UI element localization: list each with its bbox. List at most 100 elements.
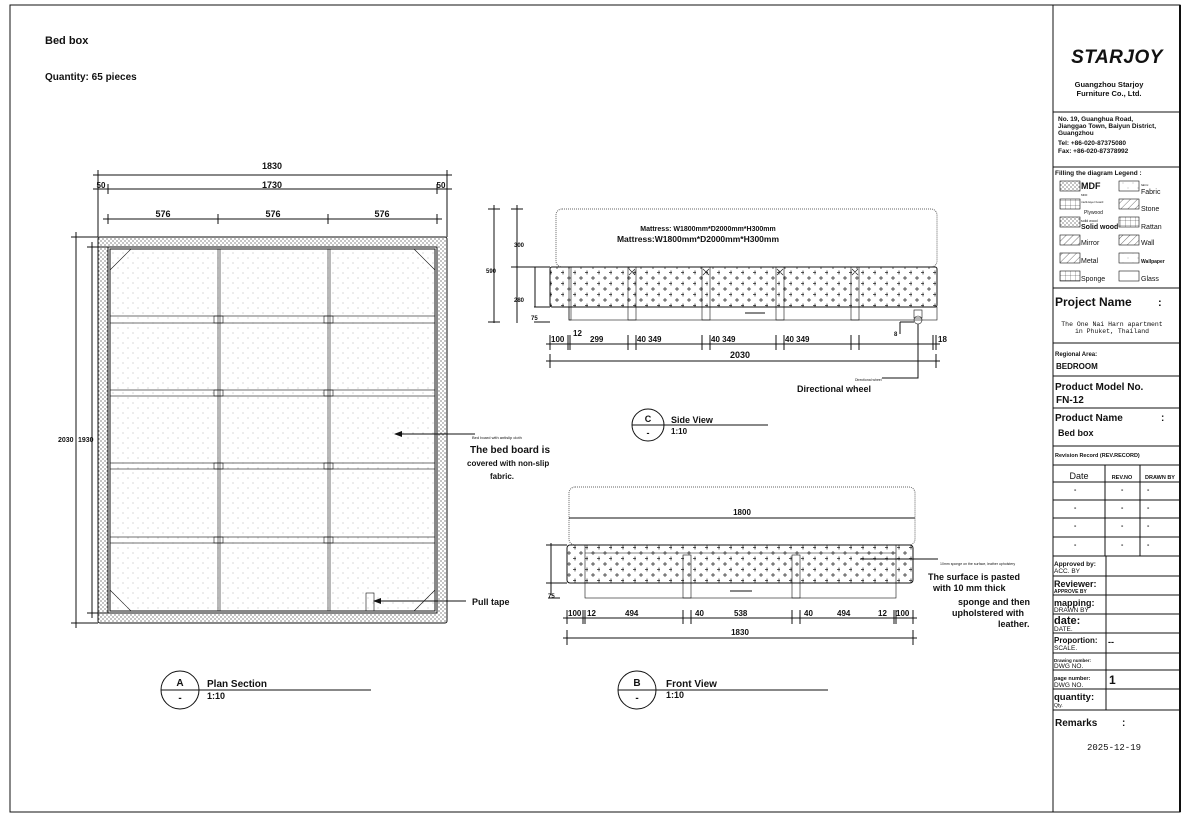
dim-front-bottom-4: 538 xyxy=(734,609,748,618)
dim-plan-panel-1: 576 xyxy=(155,209,170,219)
plan-label-sub: - xyxy=(178,693,181,704)
quantity-text: Quantity: 65 pieces xyxy=(45,72,137,83)
legend-sub-solid-wood: solid wood xyxy=(1081,219,1098,223)
revision-cell: - xyxy=(1147,487,1150,494)
legend-swatch-wallpaper xyxy=(1118,252,1140,264)
dim-front-bottom-7: 12 xyxy=(878,609,887,618)
dim-front-bottom-1: 12 xyxy=(587,609,596,618)
sheet-title: Bed box xyxy=(45,35,89,47)
legend-label-wallpaper: Wallpaper xyxy=(1141,259,1165,265)
legend-label-wall: Wall xyxy=(1141,240,1155,247)
revision-record-label: Revision Record (REV.RECORD) xyxy=(1055,453,1140,459)
revision-cell: - xyxy=(1147,505,1150,512)
revision-table: Date REV.NO DRAWN BY - - - - - - - - - -… xyxy=(1053,465,1180,557)
legend-swatch-plywood xyxy=(1059,198,1081,210)
product-model-value: FN-12 xyxy=(1056,395,1084,406)
date-sub: DATE. xyxy=(1054,626,1073,633)
legend-sub-mdf: MDF xyxy=(1081,193,1088,197)
mapping-sub: DRAWN BY xyxy=(1054,607,1089,614)
revision-cell: - xyxy=(1074,542,1077,549)
approved-by-sub: ACC. BY xyxy=(1054,568,1081,575)
product-model-label: Product Model No. xyxy=(1055,382,1144,393)
legend-label-stone: Stone xyxy=(1141,206,1159,213)
dim-plan-right-margin: 50 xyxy=(437,181,446,190)
approvals-table: Approved by: ACC. BY Reviewer: APPROVE B… xyxy=(1053,556,1180,711)
proportion-value: -- xyxy=(1108,637,1114,647)
legend-swatch-mdf xyxy=(1059,180,1081,192)
dim-plan-panel-3: 576 xyxy=(374,209,389,219)
legend-sub-plywood: multi-layer board xyxy=(1081,200,1104,204)
product-name-colon: : xyxy=(1161,413,1164,424)
plan-label-scale: 1:10 xyxy=(207,691,225,701)
dim-side-mattress-height: 300 xyxy=(514,243,525,249)
legend-label-plywood: Plywood xyxy=(1084,210,1103,216)
plan-note-line-3: fabric. xyxy=(490,472,514,481)
mattress-note-small: Mattress: W1800mm*D2000mm*H300mm xyxy=(640,226,775,233)
front-note-line-3: sponge and then xyxy=(958,597,1030,607)
dim-front-leg: 75 xyxy=(548,594,555,600)
company-name-line-2: Furniture Co., Ltd. xyxy=(1077,89,1142,98)
legend-swatches xyxy=(1059,180,1140,282)
title-block: STARJOY Guangzhou Starjoy Furniture Co.,… xyxy=(1053,47,1180,753)
revision-cell: - xyxy=(1121,542,1124,549)
dim-plan-overall-length: 2030 xyxy=(58,437,74,444)
quantity-sub: Qty. xyxy=(1054,703,1063,709)
legend-label-mdf: MDF xyxy=(1081,181,1101,191)
legend-label-solid-wood: Solid wood xyxy=(1081,224,1118,231)
legend-label-glass: Glass xyxy=(1141,276,1159,283)
revision-cell: - xyxy=(1147,542,1150,549)
dim-side-bottom-0: 100 xyxy=(551,335,565,344)
revision-cell: - xyxy=(1121,487,1124,494)
mattress-note-large: Mattress:W1800mm*D2000mm*H300mm xyxy=(617,234,779,244)
remarks-date: 2025-12-19 xyxy=(1087,743,1141,753)
dim-side-bottom-6: 18 xyxy=(938,335,947,344)
revision-header-drawn-by: DRAWN BY xyxy=(1145,475,1175,481)
dim-side-bottom-1: 12 xyxy=(573,329,582,338)
dim-side-bottom-5: 40 349 xyxy=(785,335,810,344)
wheel-label: Directional wheel xyxy=(797,384,871,394)
plan-section-view: 1830 50 1730 50 576 576 576 2030 1930 Be… xyxy=(58,161,550,710)
page-number-sub: DWG NO. xyxy=(1054,682,1083,689)
legend-swatch-fabric xyxy=(1118,180,1140,192)
dim-plan-inner-width: 1730 xyxy=(262,180,282,190)
project-name-label: Project Name xyxy=(1055,295,1132,309)
quantity-label: quantity: xyxy=(1054,692,1094,703)
dim-side-total-height: 590 xyxy=(486,269,497,275)
proportion-label: Proportion: xyxy=(1054,636,1098,645)
address-tel: Tel: +86-020-87375080 xyxy=(1058,140,1126,147)
dim-front-bottom-0: 100 xyxy=(568,609,582,618)
front-note-small: 10mm sponge on the surface, leather upho… xyxy=(940,562,1015,566)
legend-label-sponge: Sponge xyxy=(1081,276,1105,283)
plan-note-line-2: covered with non-slip xyxy=(467,459,549,468)
legend-swatch-wall xyxy=(1118,234,1140,246)
pull-tape-label: Pull tape xyxy=(472,597,510,607)
regional-area-value: BEDROOM xyxy=(1056,362,1098,371)
dim-plan-inner-length: 1930 xyxy=(78,437,94,444)
address-fax: Fax: +86-020-87378992 xyxy=(1058,148,1129,155)
page-number-value: 1 xyxy=(1109,673,1116,687)
date-label: date: xyxy=(1054,615,1080,627)
drawing-number-label: Drawing number: xyxy=(1054,658,1092,663)
project-name-value-2: in Phuket, Thailand xyxy=(1075,328,1149,335)
front-note-line-5: leather. xyxy=(998,619,1030,629)
revision-cell: - xyxy=(1074,487,1077,494)
dim-front-bottom-5: 40 xyxy=(804,609,813,618)
front-label-sub: - xyxy=(635,693,638,704)
product-name-value: Bed box xyxy=(1058,428,1094,438)
mapping-label: mapping: xyxy=(1054,598,1095,608)
plan-note-small: Bed board with antislip cloth xyxy=(472,435,522,440)
dim-front-bottom-8: 100 xyxy=(896,609,910,618)
reviewer-label: Reviewer: xyxy=(1054,579,1097,589)
dim-side-bottom-2: 299 xyxy=(590,335,604,344)
revision-cell: - xyxy=(1074,523,1077,530)
legend-label-mirror: Mirror xyxy=(1081,240,1100,247)
dim-side-leg-height: 75 xyxy=(531,316,538,322)
reviewer-sub: APPROVE BY xyxy=(1054,589,1087,595)
dim-front-bottom-6: 494 xyxy=(837,609,851,618)
front-note-line-1: The surface is pasted xyxy=(928,572,1020,582)
revision-cell: - xyxy=(1121,523,1124,530)
plan-label-letter: A xyxy=(176,678,183,689)
front-label-scale: 1:10 xyxy=(666,690,684,700)
side-label-title: Side View xyxy=(671,415,714,425)
